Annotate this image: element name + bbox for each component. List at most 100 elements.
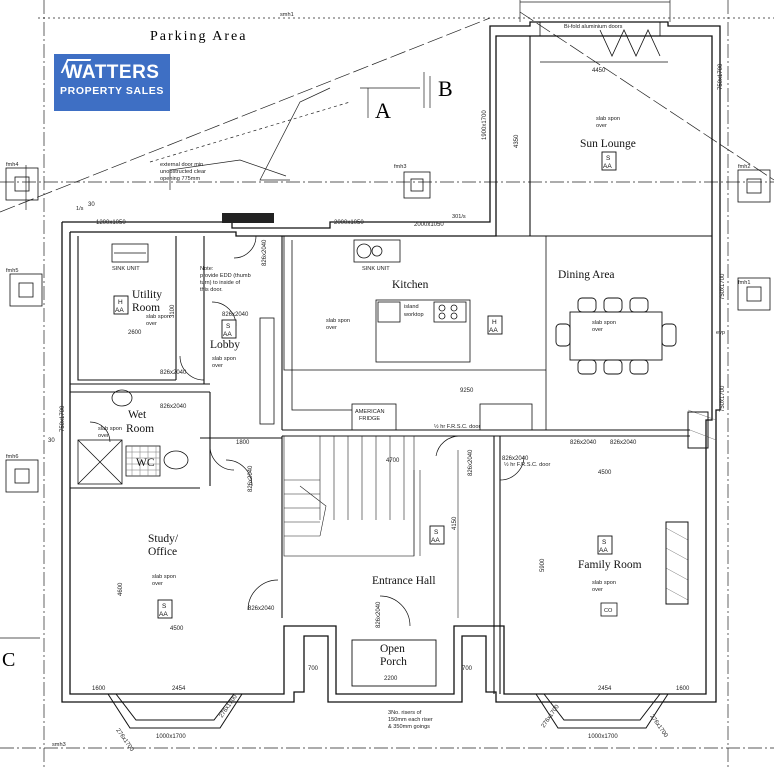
svg-text:slab spon: slab spon xyxy=(152,574,176,580)
svg-text:826x2040: 826x2040 xyxy=(222,312,249,318)
svg-text:4500: 4500 xyxy=(170,626,184,632)
badge-kitchen: H AA xyxy=(487,315,503,335)
svg-text:S: S xyxy=(226,323,231,330)
room-porch-1: Open xyxy=(380,643,405,655)
svg-text:5900: 5900 xyxy=(540,558,546,572)
svg-text:2454: 2454 xyxy=(172,686,186,692)
svg-text:S: S xyxy=(602,539,607,546)
edd-note-2: provide EDD (thumb xyxy=(200,273,251,279)
svg-text:over: over xyxy=(596,123,607,129)
badge-entrance: S AA xyxy=(429,525,445,545)
risers-note-2: 150mm each riser xyxy=(388,717,433,723)
svg-text:AA: AA xyxy=(489,327,498,334)
sanitary-fittings xyxy=(77,243,189,485)
svg-text:1200x1050: 1200x1050 xyxy=(96,220,126,226)
svg-text:2000x1050: 2000x1050 xyxy=(414,222,444,228)
svg-text:2000x1050: 2000x1050 xyxy=(334,220,364,226)
parking-area-label: Parking Area xyxy=(150,29,247,44)
logo-line-2: PROPERTY SALES xyxy=(60,85,164,97)
svg-text:over: over xyxy=(146,321,157,327)
edd-note-3: turn) to inside of xyxy=(200,280,241,286)
door-swings xyxy=(89,235,525,627)
svg-text:H: H xyxy=(492,319,497,326)
edd-note-4: this door. xyxy=(200,287,223,293)
svg-text:700: 700 xyxy=(308,666,319,672)
svg-text:AA: AA xyxy=(431,537,440,544)
svg-text:826x2040: 826x2040 xyxy=(468,449,474,476)
svg-text:over: over xyxy=(592,587,603,593)
edd-note-1: Note: xyxy=(200,266,214,272)
fmh6-label: fmh6 xyxy=(6,454,18,460)
porch-step xyxy=(351,639,437,687)
watters-logo: WATTERS PROPERTY SALES xyxy=(54,54,170,111)
manhole-fmh1 xyxy=(737,277,771,311)
svg-text:700: 700 xyxy=(462,666,473,672)
svg-text:4450: 4450 xyxy=(592,68,606,74)
room-utility-1: Utility xyxy=(132,289,162,301)
svg-text:4150: 4150 xyxy=(452,516,458,530)
room-dining-area: Dining Area xyxy=(558,269,615,281)
bay-windows xyxy=(107,693,669,729)
bifold-doors xyxy=(539,21,668,63)
svg-text:1800: 1800 xyxy=(236,440,250,446)
svg-text:over: over xyxy=(326,325,337,331)
lobby-cupboard xyxy=(259,317,275,425)
svg-text:750x1700: 750x1700 xyxy=(718,63,724,90)
fmh2-label: fmh2 xyxy=(738,164,750,170)
one-s-note: 1/s xyxy=(76,206,84,212)
fridge-note-2: FRIDGE xyxy=(359,416,380,422)
room-study-2: Office xyxy=(148,546,177,558)
badge-lobby: S AA xyxy=(221,319,237,339)
svg-text:1600: 1600 xyxy=(676,686,690,692)
svg-text:2200: 2200 xyxy=(384,676,398,682)
svg-text:1900x1700: 1900x1700 xyxy=(482,110,488,140)
svg-text:slab spon: slab spon xyxy=(98,426,122,432)
svg-text:1000x1700: 1000x1700 xyxy=(156,734,186,740)
svg-text:9250: 9250 xyxy=(460,388,474,394)
wc-hatch xyxy=(126,446,160,476)
badge-family: S AA xyxy=(597,535,613,555)
svg-text:826x2040: 826x2040 xyxy=(570,440,597,446)
svg-text:30: 30 xyxy=(88,202,95,208)
room-wet-2: Room xyxy=(126,423,154,435)
room-lobby: Lobby xyxy=(210,339,240,351)
svg-text:826x2040: 826x2040 xyxy=(160,404,187,410)
dining-table xyxy=(555,297,677,375)
svg-text:276x1700: 276x1700 xyxy=(648,714,668,740)
evp-note: evp xyxy=(716,330,725,336)
room-sun-lounge: Sun Lounge xyxy=(580,138,636,150)
svg-text:4350: 4350 xyxy=(514,134,520,148)
room-entrance-hall: Entrance Hall xyxy=(372,575,436,587)
manhole-fmh2 xyxy=(737,169,771,203)
svg-text:S: S xyxy=(434,529,439,536)
manhole-fmh4 xyxy=(5,167,39,201)
wall-hatch xyxy=(665,409,717,601)
svg-text:over: over xyxy=(98,433,109,439)
svg-text:750x1700: 750x1700 xyxy=(60,405,66,432)
svg-text:slab spon: slab spon xyxy=(212,356,236,362)
svg-text:AA: AA xyxy=(603,163,612,170)
risers-note-3: & 350mm goings xyxy=(388,724,430,730)
svg-text:slab spon: slab spon xyxy=(592,580,616,586)
room-porch-2: Porch xyxy=(380,656,407,668)
room-kitchen: Kitchen xyxy=(392,279,429,291)
svg-text:over: over xyxy=(592,327,603,333)
room-utility-2: Room xyxy=(132,302,160,314)
svg-text:750x1700: 750x1700 xyxy=(720,385,726,412)
svg-text:826x2040: 826x2040 xyxy=(248,465,254,492)
svg-text:AA: AA xyxy=(159,611,168,618)
svg-text:1600: 1600 xyxy=(92,686,106,692)
svg-text:826x2040: 826x2040 xyxy=(248,606,275,612)
grid-marker-b: B xyxy=(438,76,453,101)
svg-text:4700: 4700 xyxy=(386,458,400,464)
svg-text:S: S xyxy=(162,603,167,610)
svg-text:slab spon: slab spon xyxy=(596,116,620,122)
internal-walls xyxy=(70,36,712,694)
svg-text:826x2040: 826x2040 xyxy=(610,440,637,446)
kitchen-units xyxy=(283,236,547,431)
room-family-room: Family Room xyxy=(578,559,642,571)
badge-utility: H AA xyxy=(113,295,129,315)
svg-text:276x1700: 276x1700 xyxy=(114,728,134,754)
